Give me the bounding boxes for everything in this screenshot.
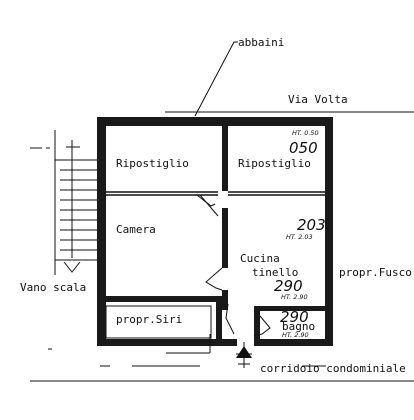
height-ripostiglio-num: 050 [289, 139, 318, 157]
height-camera-num: 203 [297, 216, 326, 234]
label-propr-fusco: propr.Fusco [339, 266, 412, 279]
label-ripostiglio-right: Ripostiglio [238, 157, 311, 170]
height-bagno-num: 290 [280, 308, 309, 326]
exterior-walls [97, 117, 333, 346]
entrance-arrow-icon [236, 342, 252, 368]
label-vano-scala: Vano scala [20, 281, 86, 294]
label-tinello: tinello [252, 266, 298, 279]
label-bagno: bagno [282, 320, 315, 333]
height-tinello-ht: HT. 2.90 [281, 293, 308, 301]
corridoio-dashes [48, 348, 326, 367]
label-camera: Camera [116, 223, 156, 236]
propr-siri-area [105, 305, 212, 339]
ripostiglio-shelf-lines [106, 191, 325, 217]
label-via-volta: Via Volta [288, 93, 348, 106]
door-swings [166, 267, 271, 354]
staircase [54, 130, 97, 275]
height-ripostiglio-ht: HT. 0.50 [292, 129, 319, 137]
label-ripostiglio-left: Ripostiglio [116, 157, 189, 170]
label-propr-siri: propr.Siri [116, 313, 182, 326]
label-cucina: Cucina [240, 252, 280, 265]
label-abbaini: abbaini [238, 36, 284, 49]
height-bagno-ht: HT. 2.90 [282, 331, 309, 339]
label-corridoio: corridoio condominiale [260, 362, 406, 375]
height-tinello-num: 290 [274, 277, 303, 295]
height-camera-ht: HT. 2.03 [286, 233, 313, 241]
interior-walls [103, 126, 325, 340]
abbaini-leader [194, 41, 238, 117]
